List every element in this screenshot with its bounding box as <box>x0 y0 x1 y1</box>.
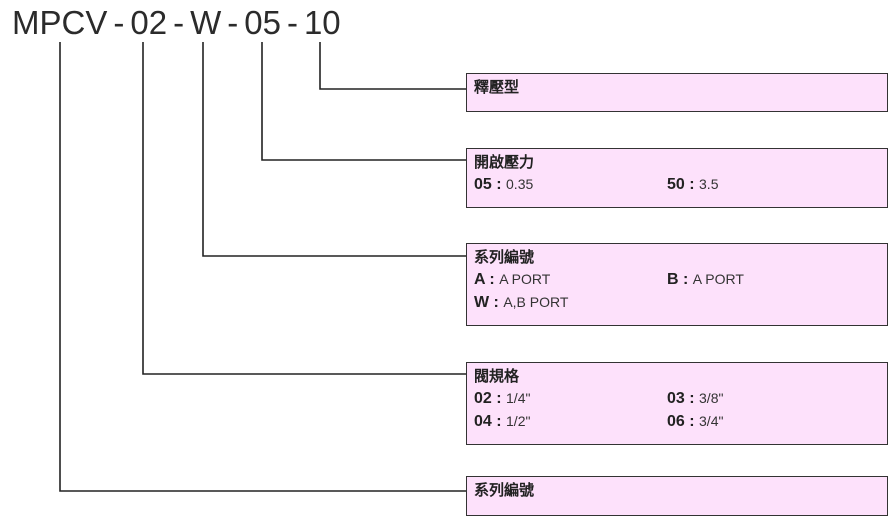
option-item: 50 : 3.5 <box>667 176 719 193</box>
option-row: A : A PORT B : A PORT <box>474 268 880 291</box>
option-item: A : A PORT <box>474 271 551 288</box>
connector-size <box>142 42 466 375</box>
option-row: 05 : 0.35 50 : 3.5 <box>474 173 880 196</box>
box-title: 系列編號 <box>474 482 535 499</box>
connector-series <box>59 42 466 492</box>
option-value: 1/2" <box>506 413 531 429</box>
option-code: 50 <box>667 176 685 193</box>
option-code: 06 <box>667 413 685 430</box>
option-value: 3.5 <box>699 176 719 192</box>
option-code: 02 <box>474 390 492 407</box>
option-value: A,B PORT <box>503 294 569 310</box>
option-item: 03 : 3/8" <box>667 390 724 407</box>
box-title: 釋壓型 <box>474 79 520 96</box>
box-valve-size: 閥規格 02 : 1/4" 03 : 3/8" 04 : 1/2" 06 : 3… <box>466 362 888 445</box>
option-item: 04 : 1/2" <box>474 413 531 430</box>
connector-pressure <box>261 42 466 161</box>
option-row: 04 : 1/2" 06 : 3/4" <box>474 410 880 433</box>
box-relief-type: 釋壓型 <box>466 73 888 112</box>
connector-type <box>319 42 466 90</box>
box-title: 開啟壓力 <box>474 154 535 171</box>
connector-port <box>202 42 466 257</box>
box-series-number: 系列編號 <box>466 476 888 516</box>
option-code: W <box>474 294 490 311</box>
model-code: MPCV - 02 - W - 05 - 10 <box>12 4 341 44</box>
option-item: 02 : 1/4" <box>474 390 531 407</box>
option-item: 06 : 3/4" <box>667 413 724 430</box>
option-value: 3/4" <box>699 413 724 429</box>
option-item: 05 : 0.35 <box>474 176 534 193</box>
option-code: A <box>474 271 485 288</box>
model-segment-size: 02 <box>130 4 168 41</box>
model-segment-type: 10 <box>303 4 341 41</box>
option-value: 0.35 <box>506 176 534 192</box>
box-title: 閥規格 <box>474 368 520 385</box>
model-segment-series: MPCV <box>12 4 108 41</box>
box-cracking-pressure: 開啟壓力 05 : 0.35 50 : 3.5 <box>466 148 888 208</box>
model-separator: - <box>227 4 239 41</box>
option-row: 02 : 1/4" 03 : 3/8" <box>474 387 880 410</box>
option-code: 04 <box>474 413 492 430</box>
model-segment-port: W <box>190 4 222 41</box>
model-segment-pressure: 05 <box>244 4 281 41</box>
box-title: 系列編號 <box>474 249 535 266</box>
model-separator: - <box>286 4 298 41</box>
option-code: 03 <box>667 390 685 407</box>
model-separator: - <box>173 4 185 41</box>
option-row: W : A,B PORT <box>474 291 880 314</box>
option-code: B <box>667 271 679 288</box>
option-code: 05 <box>474 176 492 193</box>
option-value: 1/4" <box>506 390 531 406</box>
option-value: 3/8" <box>699 390 724 406</box>
model-separator: - <box>113 4 125 41</box>
option-value: A PORT <box>499 271 551 287</box>
option-item: B : A PORT <box>667 271 744 288</box>
box-port-series: 系列編號 A : A PORT B : A PORT W : A,B PORT <box>466 243 888 326</box>
option-value: A PORT <box>692 271 744 287</box>
option-item: W : A,B PORT <box>474 294 569 311</box>
